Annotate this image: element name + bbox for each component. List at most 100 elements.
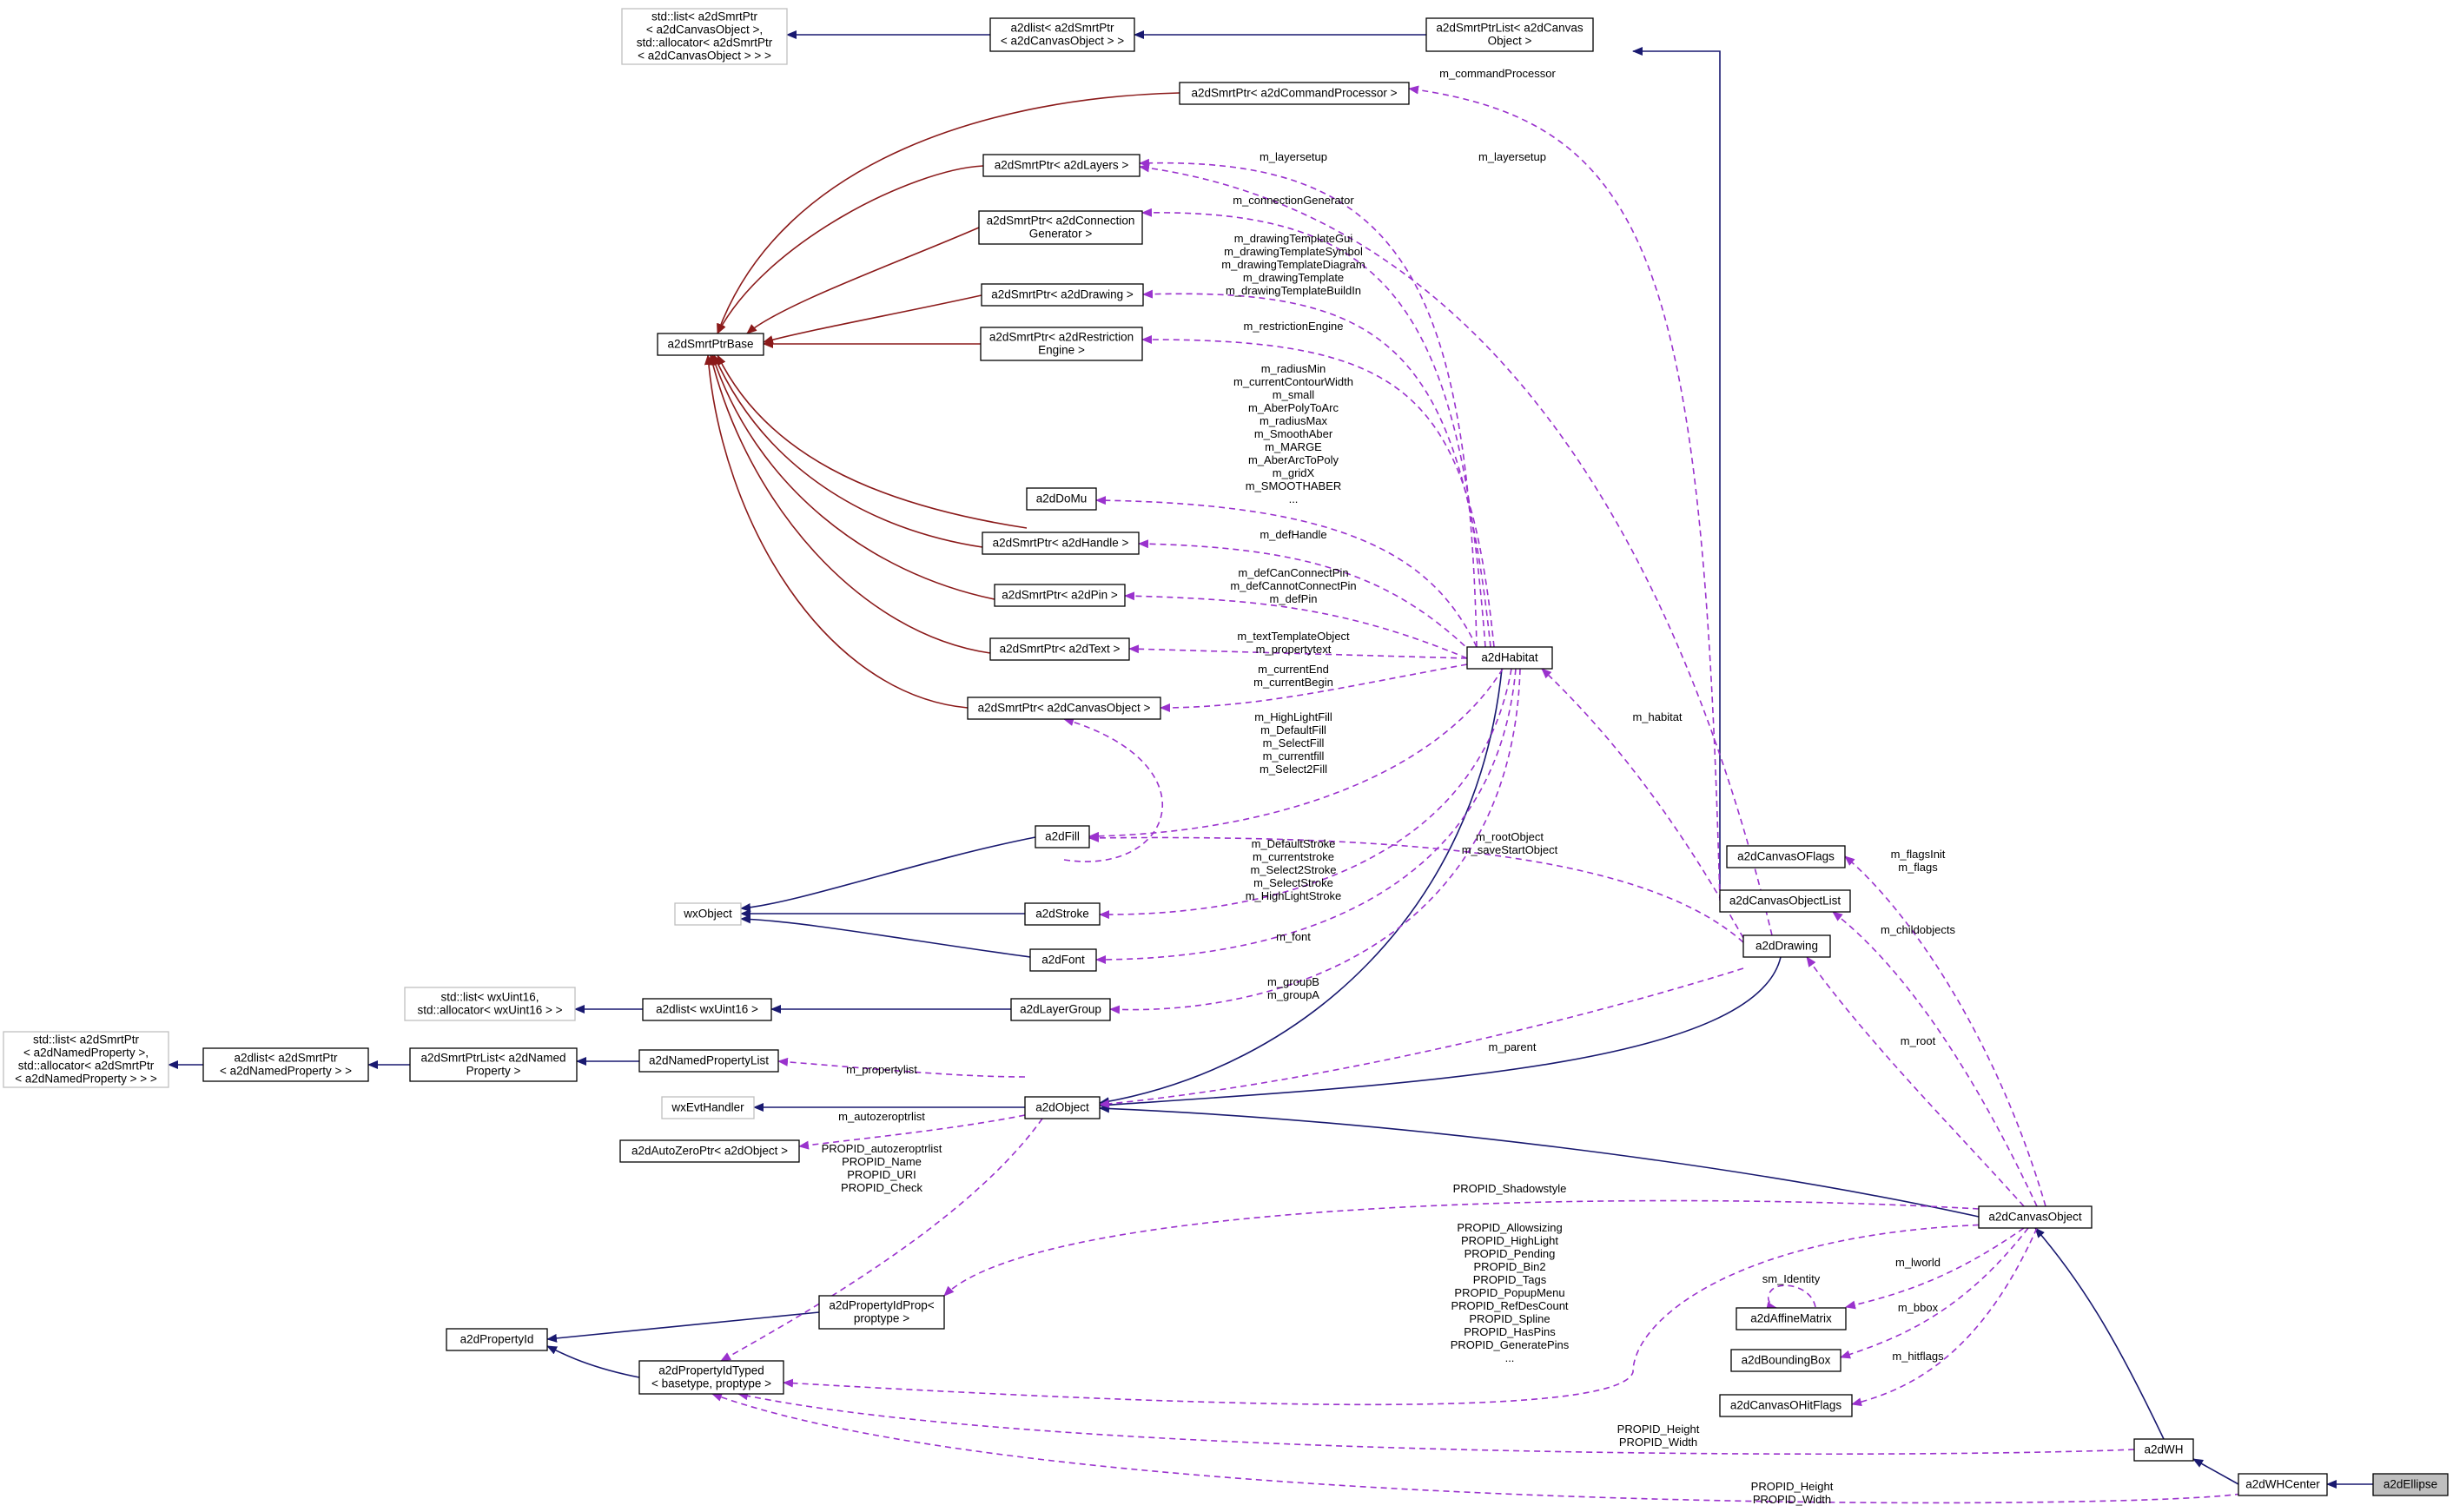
edge-label-line: m_hitflags bbox=[1892, 1350, 1944, 1363]
class-node-stdlist-uint16[interactable]: std::list< wxUint16,std::allocator< wxUi… bbox=[404, 987, 576, 1021]
class-node-dlist-canvas[interactable]: a2dlist< a2dSmrtPtr< a2dCanvasObject > > bbox=[989, 17, 1135, 52]
class-node-hitflags[interactable]: a2dCanvasOHitFlags bbox=[1719, 1394, 1853, 1417]
class-node-ellipse[interactable]: a2dEllipse bbox=[2372, 1473, 2449, 1496]
class-node-box bbox=[1466, 646, 1553, 670]
class-node-layergroup[interactable]: a2dLayerGroup bbox=[1010, 998, 1111, 1021]
class-node-label: std::allocator< a2dSmrtPtr bbox=[18, 1060, 155, 1073]
edge-label-line: m_currentBegin bbox=[1253, 676, 1333, 689]
class-node-label: a2dSmrtPtr< a2dRestriction bbox=[989, 331, 1134, 344]
class-node-box bbox=[818, 1295, 945, 1330]
class-node-box bbox=[2133, 1438, 2194, 1462]
edge-label-line: m_currentfill bbox=[1263, 749, 1325, 763]
edge-label-lbl-stroke: m_DefaultStrokem_currentstrokem_Select2S… bbox=[1246, 837, 1342, 902]
class-node-label: a2dSmrtPtr< a2dCanvasObject > bbox=[978, 702, 1151, 715]
class-node-sp-canvasobj[interactable]: a2dSmrtPtr< a2dCanvasObject > bbox=[967, 697, 1161, 720]
class-node-sp-layers[interactable]: a2dSmrtPtr< a2dLayers > bbox=[982, 154, 1141, 177]
class-node-wh[interactable]: a2dWH bbox=[2133, 1438, 2194, 1462]
class-node-box bbox=[202, 1047, 369, 1082]
class-node-bbox[interactable]: a2dBoundingBox bbox=[1730, 1349, 1841, 1372]
class-node-label: std::allocator< wxUint16 > > bbox=[418, 1004, 563, 1017]
class-node-domu[interactable]: a2dDoMu bbox=[1026, 487, 1097, 511]
class-node-font[interactable]: a2dFont bbox=[1029, 948, 1097, 972]
class-node-sp-text[interactable]: a2dSmrtPtr< a2dText > bbox=[989, 637, 1130, 661]
edge-label-line: m_defHandle bbox=[1260, 528, 1326, 541]
class-node-label: a2dPropertyIdTyped bbox=[658, 1364, 764, 1377]
class-node-label: a2dFill bbox=[1045, 830, 1080, 843]
edge-label-line: m_groupB bbox=[1267, 975, 1319, 988]
class-node-namedproplist[interactable]: a2dNamedPropertyList bbox=[638, 1049, 779, 1073]
usage-edge bbox=[1845, 1227, 2025, 1310]
class-node-habitat[interactable]: a2dHabitat bbox=[1466, 646, 1553, 670]
edge-label-line: m_defCannotConnectPin bbox=[1230, 579, 1356, 592]
class-node-fill[interactable]: a2dFill bbox=[1035, 825, 1090, 848]
edge-label-line: m_AberArcToPoly bbox=[1248, 453, 1339, 466]
edge-label-lbl-childobjects: m_childobjects bbox=[1881, 923, 1955, 936]
class-node-box bbox=[989, 637, 1130, 661]
class-node-sp-pin[interactable]: a2dSmrtPtr< a2dPin > bbox=[994, 584, 1126, 607]
class-node-box bbox=[982, 532, 1140, 555]
class-node-ptrlist-named[interactable]: a2dSmrtPtrList< a2dNamedProperty > bbox=[409, 1047, 578, 1082]
class-node-label: std::list< a2dSmrtPtr bbox=[651, 10, 757, 23]
class-node-label: a2dSmrtPtrList< a2dCanvas bbox=[1436, 22, 1583, 35]
edge-label-line: ... bbox=[1289, 492, 1299, 505]
class-node-dlist-uint16[interactable]: a2dlist< wxUint16 > bbox=[642, 998, 772, 1021]
class-node-label: < a2dCanvasObject > > > bbox=[638, 50, 771, 63]
usage-edge bbox=[1109, 668, 1521, 1014]
class-node-stdlist-named[interactable]: std::list< a2dSmrtPtr< a2dNamedProperty … bbox=[3, 1031, 169, 1088]
class-node-box bbox=[642, 998, 772, 1021]
class-node-propidtyped[interactable]: a2dPropertyIdTyped< basetype, proptype > bbox=[638, 1360, 784, 1395]
class-node-propid[interactable]: a2dPropertyId bbox=[446, 1328, 548, 1351]
edge-label-lbl-autozero: m_autozeroptrlist bbox=[838, 1110, 925, 1123]
edge-label-line: m_HighLightFill bbox=[1254, 710, 1332, 723]
class-node-smrtptrbase[interactable]: a2dSmrtPtrBase bbox=[657, 333, 764, 356]
class-node-box bbox=[1742, 934, 1831, 958]
edge-label-line: PROPID_Bin2 bbox=[1473, 1260, 1545, 1273]
class-node-sp-cmdproc[interactable]: a2dSmrtPtr< a2dCommandProcessor > bbox=[1179, 82, 1410, 105]
class-node-label: < a2dCanvasObject >, bbox=[646, 23, 763, 36]
class-node-stdlist-canvas[interactable]: std::list< a2dSmrtPtr< a2dCanvasObject >… bbox=[621, 8, 788, 65]
class-node-label: a2dAutoZeroPtr< a2dObject > bbox=[631, 1145, 788, 1158]
class-node-sp-drawing[interactable]: a2dSmrtPtr< a2dDrawing > bbox=[981, 283, 1144, 307]
usage-edge bbox=[1141, 208, 1486, 648]
class-node-dlist-named[interactable]: a2dlist< a2dSmrtPtr< a2dNamedProperty > … bbox=[202, 1047, 369, 1082]
edge-label-line: m_saveStartObject bbox=[1462, 843, 1558, 856]
edge-label-line: m_drawingTemplateBuildIn bbox=[1226, 284, 1361, 297]
class-node-wxevthandler[interactable]: wxEvtHandler bbox=[661, 1096, 755, 1119]
class-node-box bbox=[1730, 1349, 1841, 1372]
class-node-ptrlist-canvas[interactable]: a2dSmrtPtrList< a2dCanvasObject > bbox=[1425, 17, 1594, 52]
class-node-whcenter[interactable]: a2dWHCenter bbox=[2238, 1473, 2328, 1496]
edge-label-line: m_defPin bbox=[1270, 592, 1318, 605]
usage-edge bbox=[711, 1393, 2242, 1504]
class-node-wxobject[interactable]: wxObject bbox=[674, 902, 742, 926]
class-node-sp-handle[interactable]: a2dSmrtPtr< a2dHandle > bbox=[982, 532, 1140, 555]
edge-label-line: m_commandProcessor bbox=[1439, 67, 1556, 80]
edge-label-line: m_SelectStroke bbox=[1253, 876, 1333, 889]
edge-label-lbl-layersetup-a: m_layersetup bbox=[1260, 150, 1327, 163]
class-node-object[interactable]: a2dObject bbox=[1024, 1096, 1101, 1119]
inheritance-edge bbox=[740, 836, 1036, 912]
class-node-label: a2dCanvasObject bbox=[1988, 1211, 2082, 1224]
class-node-propidprop[interactable]: a2dPropertyIdProp<proptype > bbox=[818, 1295, 945, 1330]
edge-label-line: m_drawingTemplateGui bbox=[1234, 232, 1353, 245]
usage-edge bbox=[777, 1057, 1026, 1078]
smartptr-edge bbox=[704, 354, 969, 709]
usage-edge bbox=[1141, 334, 1495, 648]
edge-label-line: m_drawingTemplate bbox=[1243, 271, 1344, 284]
class-node-affine[interactable]: a2dAffineMatrix bbox=[1736, 1307, 1847, 1330]
edge-label-line: m_Select2Fill bbox=[1260, 763, 1327, 776]
class-node-canvasoflags[interactable]: a2dCanvasOFlags bbox=[1726, 845, 1846, 868]
class-node-box bbox=[404, 987, 576, 1021]
class-node-autozero[interactable]: a2dAutoZeroPtr< a2dObject > bbox=[619, 1139, 800, 1163]
class-node-canvasobjlist[interactable]: a2dCanvasObjectList bbox=[1719, 889, 1851, 913]
class-node-canvasobject[interactable]: a2dCanvasObject bbox=[1978, 1205, 2093, 1229]
edge-label-line: m_Select2Stroke bbox=[1251, 863, 1337, 876]
class-node-drawing[interactable]: a2dDrawing bbox=[1742, 934, 1831, 958]
class-node-label: wxObject bbox=[683, 908, 732, 921]
class-node-stroke[interactable]: a2dStroke bbox=[1024, 902, 1101, 926]
edge-label-line: m_gridX bbox=[1273, 466, 1315, 479]
edge-label-lbl-layersetup-b: m_layersetup bbox=[1478, 150, 1546, 163]
class-node-label: Engine > bbox=[1038, 344, 1085, 357]
